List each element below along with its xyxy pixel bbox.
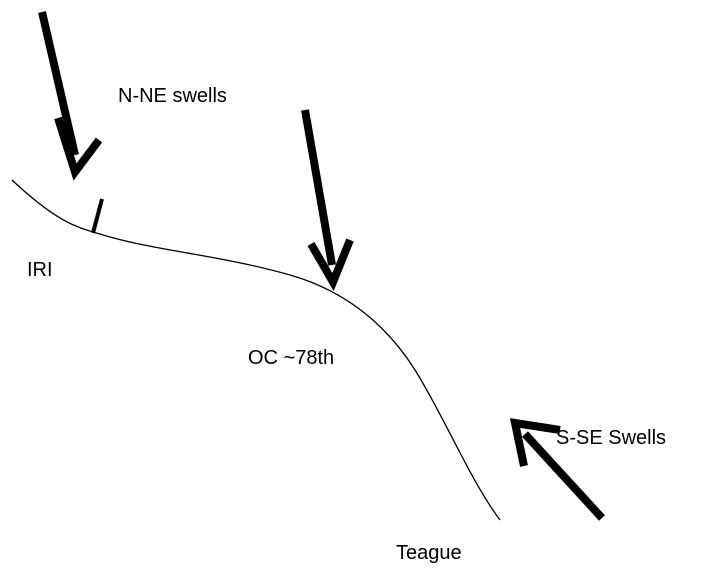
label-nne-swells: N-NE swells — [118, 85, 227, 107]
label-iri: IRI — [27, 259, 53, 281]
iri-marker — [91, 198, 104, 234]
label-teague: Teague — [396, 542, 462, 564]
label-oc-78th: OC ~78th — [248, 347, 335, 369]
arrow-up-left-icon — [509, 418, 605, 521]
arrow-down-icon — [301, 109, 354, 292]
label-sse-swells: S-SE Swells — [556, 427, 667, 449]
arrow-down-icon — [38, 11, 103, 181]
coastline-curve — [11, 179, 501, 521]
